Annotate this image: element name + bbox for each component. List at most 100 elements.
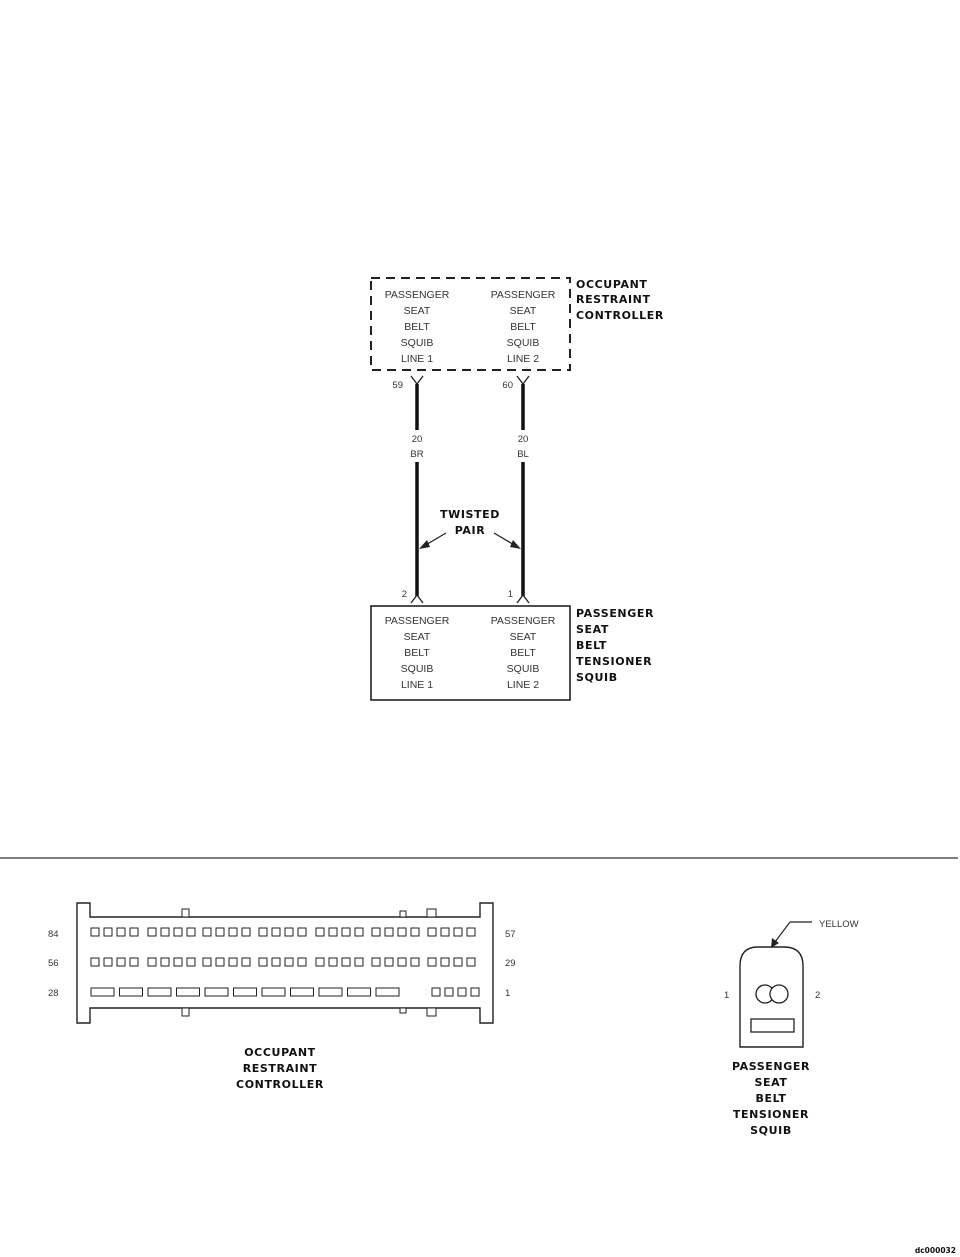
orc-cavity — [466, 957, 476, 967]
squib-terminal-2 — [769, 984, 789, 1004]
orc-cavity — [284, 957, 294, 967]
squib-color-arrowhead — [771, 938, 779, 948]
orc-pin-right-terminal — [516, 375, 530, 386]
orc-cavity — [384, 927, 394, 937]
orc-line1-text-4: LINE 1 — [401, 353, 433, 365]
orc-title-2: CONTROLLER — [576, 309, 664, 322]
squib-connector-pin-right: 2 — [815, 990, 820, 1001]
orc-cavity — [215, 927, 225, 937]
orc-key-top-2 — [399, 910, 407, 918]
squib-line1-text-1: SEAT — [404, 631, 431, 643]
orc-cavity — [173, 927, 183, 937]
orc-cavity — [202, 927, 212, 937]
orc-cavity — [440, 927, 450, 937]
orc-cavity — [258, 957, 268, 967]
orc-cavity — [186, 957, 196, 967]
orc-cavity — [354, 927, 364, 937]
orc-cavity — [371, 927, 381, 937]
orc-cavity — [258, 927, 268, 937]
squib-title-2: BELT — [576, 639, 607, 652]
orc-key-top-3 — [426, 908, 437, 918]
squib-connector-title-4: SQUIB — [750, 1124, 792, 1137]
wire-left-gauge: 20 — [412, 434, 423, 445]
orc-cavity — [241, 957, 251, 967]
orc-cavity — [457, 987, 467, 997]
orc-cavity-wide — [90, 987, 115, 997]
orc-cavity — [315, 957, 325, 967]
squib-line2-text-4: LINE 2 — [507, 679, 539, 691]
orc-cavity-wide — [318, 987, 343, 997]
squib-line1-text-4: LINE 1 — [401, 679, 433, 691]
orc-row-label-left-1: 56 — [48, 958, 59, 969]
squib-latch — [750, 1018, 795, 1033]
orc-cavity — [410, 957, 420, 967]
wire-left-color: BR — [410, 449, 423, 460]
squib-pin-left: 2 — [402, 589, 407, 600]
orc-connector — [76, 902, 494, 1024]
orc-cavity — [297, 957, 307, 967]
orc-pin-cavities — [90, 927, 480, 997]
squib-pin-right: 1 — [508, 589, 513, 600]
orc-cavity — [147, 957, 157, 967]
orc-line2-text-0: PASSENGER — [491, 289, 556, 301]
orc-pin-left-terminal — [410, 375, 424, 386]
orc-title-0: OCCUPANT — [576, 278, 648, 291]
squib-title: PASSENGER SEAT BELT TENSIONER SQUIB — [576, 607, 654, 684]
twisted-arrowhead-left — [419, 540, 430, 549]
wire-right-label-bg — [511, 430, 535, 462]
orc-title: OCCUPANT RESTRAINT CONTROLLER — [576, 278, 664, 322]
orc-line1-text-2: BELT — [404, 321, 430, 333]
squib-line2-text-3: SQUIB — [507, 663, 540, 675]
orc-cavity — [397, 957, 407, 967]
orc-cavity — [427, 927, 437, 937]
squib-pin-left-terminal — [410, 593, 424, 604]
orc-cavity — [466, 927, 476, 937]
orc-box — [370, 277, 571, 371]
squib-connector-title-3: TENSIONER — [733, 1108, 809, 1121]
squib-box — [370, 605, 571, 701]
orc-connector-title-2: CONTROLLER — [236, 1078, 324, 1091]
orc-title-1: RESTRAINT — [576, 293, 651, 306]
orc-row-label-right-1: 29 — [505, 958, 516, 969]
orc-cavity — [90, 957, 100, 967]
orc-cavity — [297, 927, 307, 937]
orc-cavity — [328, 927, 338, 937]
squib-connector-title: PASSENGER SEAT BELT TENSIONER SQUIB — [732, 1060, 810, 1137]
orc-cavity — [397, 927, 407, 937]
orc-line2-text: PASSENGER SEAT BELT SQUIB LINE 2 — [491, 289, 556, 365]
orc-cavity — [116, 957, 126, 967]
orc-cavity — [453, 927, 463, 937]
orc-cavity — [147, 927, 157, 937]
orc-cavity — [116, 927, 126, 937]
orc-cavity — [103, 927, 113, 937]
squib-line1-text: PASSENGER SEAT BELT SQUIB LINE 1 — [385, 615, 450, 691]
squib-connector-title-2: BELT — [756, 1092, 787, 1105]
squib-connector-title-0: PASSENGER — [732, 1060, 810, 1073]
orc-cavity — [241, 927, 251, 937]
orc-cavity — [103, 957, 113, 967]
orc-line1-text-0: PASSENGER — [385, 289, 450, 301]
orc-cavity — [341, 927, 351, 937]
orc-cavity-wide — [233, 987, 257, 997]
orc-cavity — [271, 927, 281, 937]
orc-key-bottom-2 — [399, 1007, 407, 1014]
orc-row-label-right-2: 1 — [505, 988, 510, 999]
twisted-pair-label-0: TWISTED — [440, 508, 500, 521]
orc-cavity-wide — [375, 987, 400, 997]
orc-cavity — [173, 957, 183, 967]
orc-cavity — [284, 927, 294, 937]
orc-cavity-wide — [176, 987, 200, 997]
orc-line2-text-1: SEAT — [510, 305, 537, 317]
squib-connector-pin-left: 1 — [724, 990, 729, 1001]
orc-cavity — [129, 927, 139, 937]
orc-pin-right: 60 — [502, 380, 513, 391]
orc-cavity-wide — [290, 987, 314, 997]
twisted-arrowhead-right — [510, 540, 521, 549]
orc-row-label-right-0: 57 — [505, 929, 516, 940]
orc-cavity — [384, 957, 394, 967]
orc-cavity — [315, 927, 325, 937]
orc-cavity — [440, 957, 450, 967]
squib-title-0: PASSENGER — [576, 607, 654, 620]
orc-line2-text-4: LINE 2 — [507, 353, 539, 365]
